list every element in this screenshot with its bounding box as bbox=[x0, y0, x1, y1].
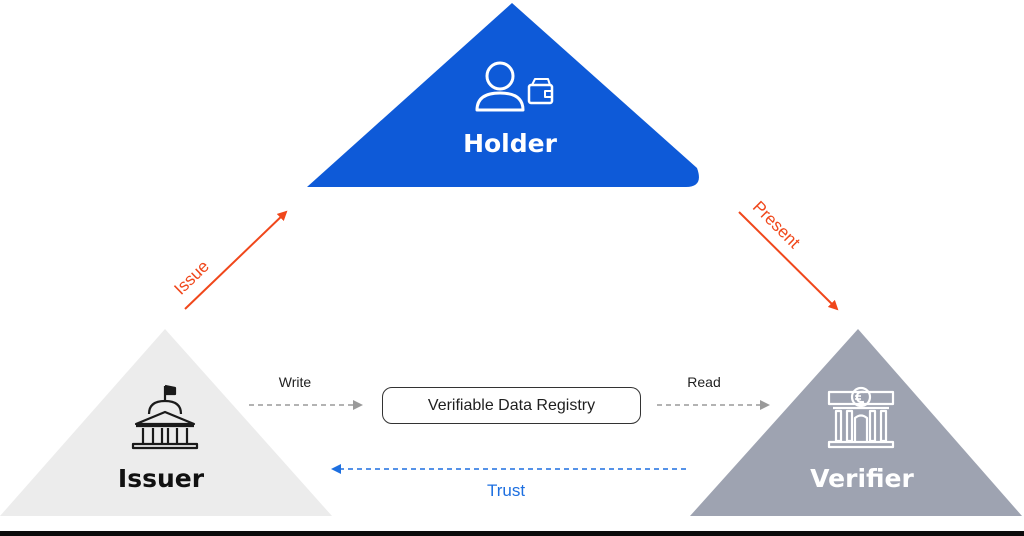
registry-label: Verifiable Data Registry bbox=[427, 396, 596, 414]
issuer-node-shape bbox=[0, 329, 332, 516]
trust-label: Trust bbox=[486, 481, 526, 500]
bank-euro-icon bbox=[827, 386, 895, 449]
read-label: Read bbox=[687, 374, 721, 390]
write-label: Write bbox=[278, 374, 312, 390]
holder-node-shape bbox=[307, 3, 699, 187]
verifiable-data-registry-box: Verifiable Data Registry bbox=[382, 387, 641, 424]
bottom-border bbox=[0, 531, 1024, 536]
issuer-label: Issuer bbox=[117, 464, 205, 493]
issue-arrow bbox=[184, 210, 288, 310]
government-building-icon bbox=[131, 384, 199, 450]
present-arrow bbox=[738, 211, 839, 311]
verifier-label: Verifier bbox=[810, 464, 914, 493]
holder-label: Holder bbox=[463, 129, 557, 158]
person-with-wallet-icon bbox=[475, 61, 554, 112]
